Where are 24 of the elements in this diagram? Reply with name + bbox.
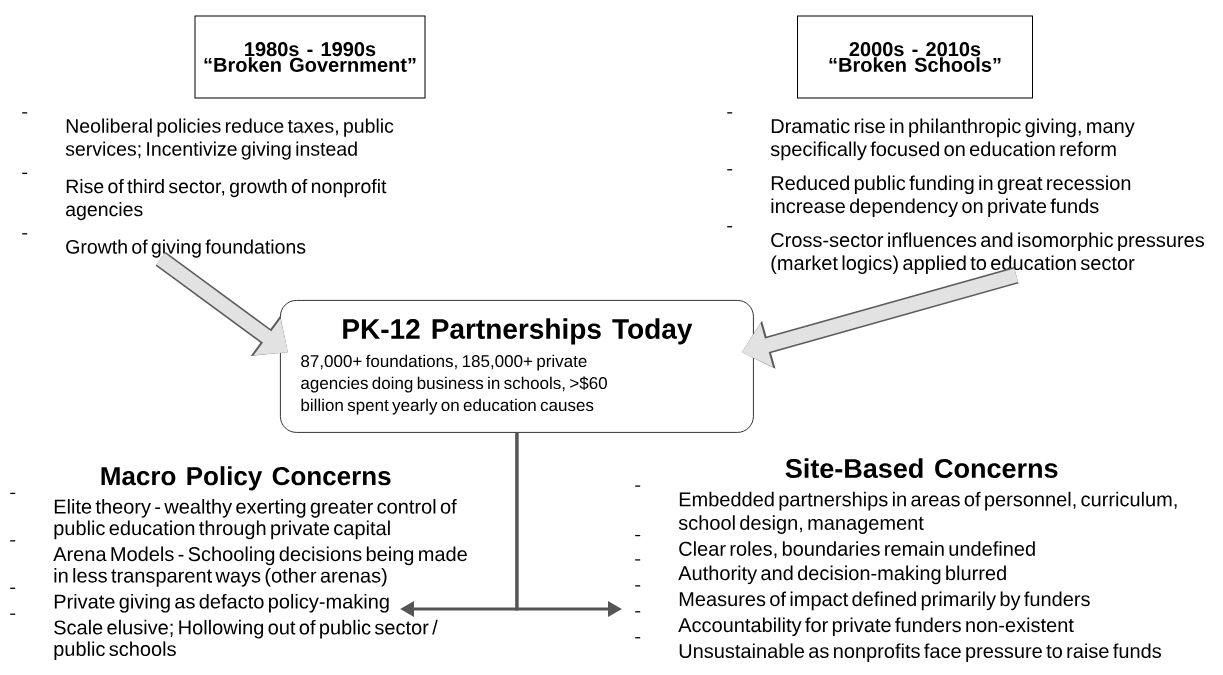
heading: PK-12 Partnerships Today [343, 318, 693, 345]
list-item: Clear roles, boundaries remain undefined [634, 534, 1035, 559]
list-item: Neoliberal policies reduce taxes, public services; Incentivize giving instead [21, 112, 394, 160]
body-text: 87,000+ foundations, 185,000+ private agencies doing business in schools, >$60 billion spent yearly on education causes [301, 354, 607, 415]
list-item: Scale elusive; Hollowing out of public sector / public schools [9, 613, 438, 660]
heading: Site-Based Concerns [785, 458, 1058, 479]
list-item: Accountability for private funders non-existent [634, 611, 1074, 637]
list-item: Arena Models - Schooling decisions being made in less transparent ways (other arenas) [9, 540, 467, 587]
list-item: Measures of impact defined primarily by funders [634, 585, 1090, 611]
list-item: Rise of third sector, growth of nonprofit agencies [21, 172, 387, 221]
title-box: 1980s - 1990s “Broken Government” [194, 15, 426, 99]
list-item: Growth of giving foundations [21, 233, 306, 258]
list-item: Elite theory - wealthy exerting greater control of public education through private capital [9, 492, 457, 540]
list-item: Private giving as defacto policy-making [9, 587, 389, 613]
title-box: 2000s - 2010s “Broken Schools” [797, 15, 1033, 99]
list-item: Unsustainable as nonprofits face pressure to raise funds [634, 637, 1161, 663]
list-item: Reduced public funding in great recession increase dependency on private funds [726, 169, 1131, 218]
heading: Macro Policy Concerns [101, 466, 391, 491]
list-item: Embedded partnerships in areas of personnel, curriculum, school design, management [634, 485, 1177, 534]
list-item: Dramatic rise in philanthropic giving, many specifically focused on education reform [726, 112, 1135, 161]
list-item: Cross-sector influences and isomorphic pressures (market logics) applied to education sector [726, 226, 1204, 275]
rounded-box [280, 300, 754, 433]
arrow [155, 252, 288, 356]
list-item: Authority and decision-making blurred [634, 559, 1006, 585]
